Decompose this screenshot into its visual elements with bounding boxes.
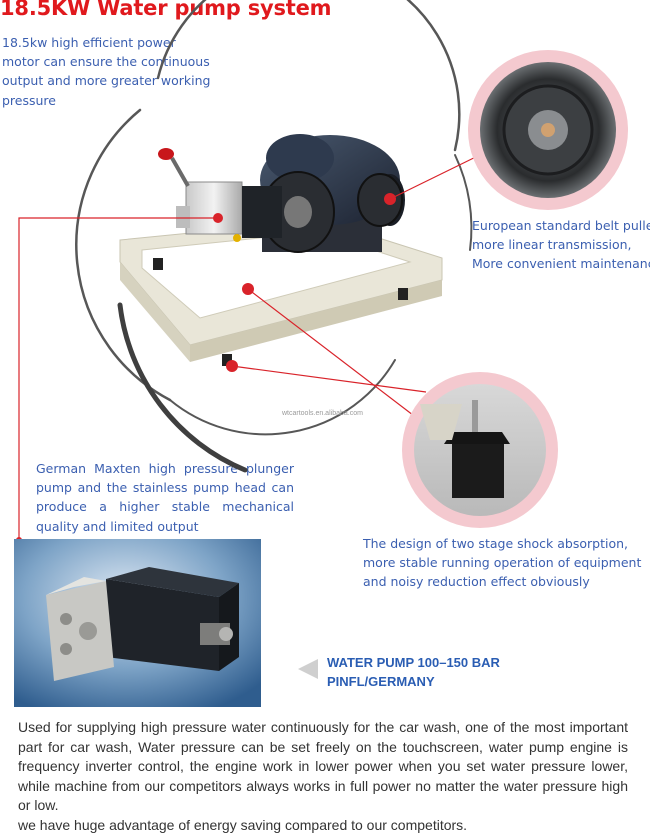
pulley-detail-circle	[468, 50, 628, 210]
left-triangle-arrow-icon	[298, 659, 318, 679]
description-paragraph: Used for supplying high pressure water c…	[18, 718, 628, 816]
description-closing: we have huge advantage of energy saving …	[18, 816, 628, 835]
shock-absorber-detail-circle	[402, 372, 558, 528]
watermark: wtcartools.en.alibaba.com	[282, 410, 363, 417]
pressure-valve-knob	[158, 148, 174, 160]
plunger-pump	[158, 148, 282, 242]
pump-spec-label: WATER PUMP 100–150 BAR PINFL/GERMANY	[327, 653, 500, 691]
pump-product-photo	[14, 539, 261, 707]
product-description: Used for supplying high pressure water c…	[18, 718, 628, 835]
pump-spec-pressure: WATER PUMP 100–150 BAR	[327, 653, 500, 672]
pump-spec-origin: PINFL/GERMANY	[327, 672, 500, 691]
